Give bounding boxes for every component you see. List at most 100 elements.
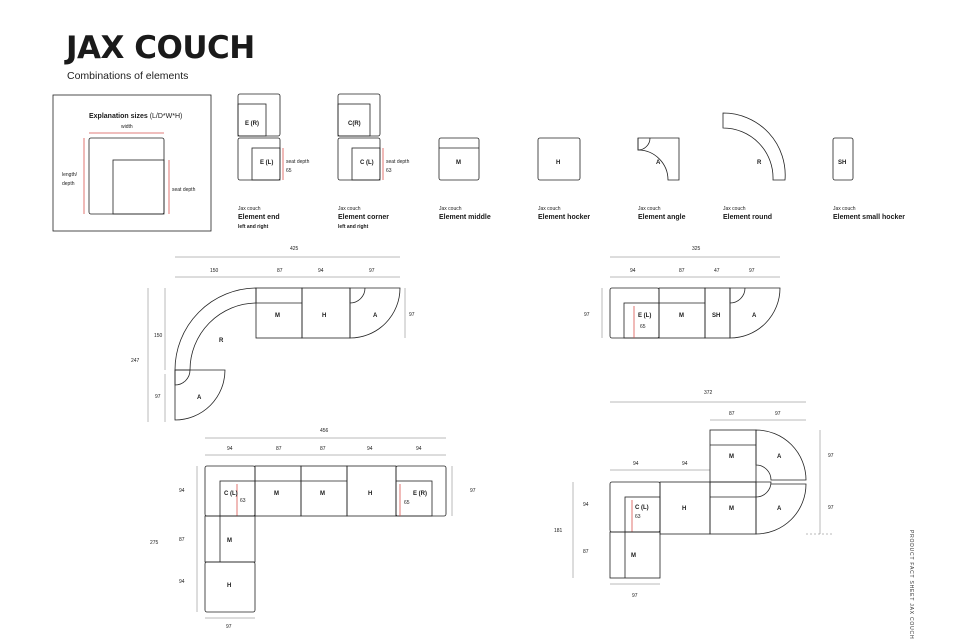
c3-bottom-97: 97 <box>226 624 232 630</box>
c2-angle-inner <box>729 287 746 304</box>
c3-dim-94b: 94 <box>367 446 373 452</box>
end-seat-label: seat depth <box>286 159 310 165</box>
end-left-code: E (L) <box>260 160 273 166</box>
c4-hocker-code: H <box>682 506 686 512</box>
end-seat-value: 65 <box>286 168 292 174</box>
element-round: R Jax couch Element round <box>722 112 786 221</box>
c3-height-94b: 94 <box>179 579 185 585</box>
explanation-box: Explanation sizes (L/D*W*H) width length… <box>52 94 212 232</box>
corner-right-outline <box>337 93 381 137</box>
c3-dim-87b: 87 <box>320 446 326 452</box>
c3-corner-code: C (L) <box>224 491 238 497</box>
combination-4: 372 87 97 94 94 97 97 181 94 87 97 M A C… <box>554 390 834 599</box>
c3-height-94: 94 <box>179 488 185 494</box>
c2-end-seat <box>623 302 660 339</box>
c2-angle-code: A <box>752 313 757 319</box>
hocker-name: Element hocker <box>538 214 590 221</box>
c1-dim-87: 87 <box>277 268 283 274</box>
c1-angle-bottom-code: A <box>197 395 202 401</box>
c1-angle-right-inner <box>349 287 366 304</box>
c1-hocker-code: H <box>322 313 326 319</box>
c4-dim-97: 97 <box>775 411 781 417</box>
small-hocker-caption: Jax couch <box>833 206 856 212</box>
element-middle: M Jax couch Element middle <box>438 137 491 221</box>
c4-right-97a: 97 <box>828 453 834 459</box>
angle-caption: Jax couch <box>638 206 661 212</box>
c3-end-seat <box>395 480 433 517</box>
corner-left-outline <box>337 137 381 181</box>
explanation-depth-label: depth <box>62 181 75 187</box>
hocker-code: H <box>556 160 560 166</box>
angle-outline <box>637 137 680 181</box>
corner-right-code: C(R) <box>348 121 361 127</box>
c3-corner-seat-value: 63 <box>240 498 246 504</box>
c1-dim-150: 150 <box>210 268 219 274</box>
explanation-length-label: length/ <box>62 172 78 178</box>
small-hocker-outline <box>832 137 854 181</box>
middle-code: M <box>456 160 461 166</box>
c4-right-97b: 97 <box>828 505 834 511</box>
round-code: R <box>757 160 762 166</box>
c3-middle-c-code: M <box>227 538 232 544</box>
c3-middle-b-code: M <box>320 491 325 497</box>
round-outline <box>722 112 786 181</box>
explanation-frame <box>52 94 212 232</box>
c4-corner-seat <box>624 496 661 533</box>
c4-dim-94a: 94 <box>633 461 639 467</box>
c4-middle-c-module <box>609 531 661 579</box>
c2-middle-code: M <box>679 313 684 319</box>
c3-end-code: E (R) <box>413 491 427 497</box>
c1-middle-code: M <box>275 313 280 319</box>
c3-dim-94c: 94 <box>416 446 422 452</box>
element-hocker: H Jax couch Element hocker <box>537 137 590 221</box>
corner-left-code: C (L) <box>360 160 374 166</box>
c1-height-150: 150 <box>154 333 163 339</box>
explanation-title: Explanation sizes (L/D*W*H) <box>89 113 182 120</box>
c4-angle-bottom-module <box>755 481 807 535</box>
c4-angle-bottom-code: A <box>777 506 782 512</box>
page-subtitle: Combinations of elements <box>67 70 189 82</box>
c3-right-97: 97 <box>470 488 476 494</box>
c4-middle-c-code: M <box>631 553 636 559</box>
sample-seat-outer <box>88 137 165 215</box>
c3-dim-94a: 94 <box>227 446 233 452</box>
combination-2: 325 94 87 47 97 97 E (L) 65 M SH A <box>584 246 781 339</box>
c2-dim-97: 97 <box>749 268 755 274</box>
c4-angle-top-code: A <box>777 454 782 460</box>
c2-angle-module <box>729 287 781 339</box>
c4-height-total: 181 <box>554 528 563 534</box>
combination-1: 425 150 87 94 97 247 150 97 97 R M H A A <box>131 246 415 422</box>
c2-small-hocker-code: SH <box>712 313 720 319</box>
round-name: Element round <box>723 214 772 221</box>
explanation-width-label: width <box>121 124 133 130</box>
c1-height-97: 97 <box>155 394 161 400</box>
c1-angle-bottom-inner <box>174 369 191 386</box>
c3-height-87: 87 <box>179 537 185 543</box>
c2-dim-47: 47 <box>714 268 720 274</box>
element-angle: A Jax couch Element angle <box>637 137 686 221</box>
c3-hocker-b-module <box>204 561 256 613</box>
c2-dim-87: 87 <box>679 268 685 274</box>
middle-caption: Jax couch <box>439 206 462 212</box>
small-hocker-code: SH <box>838 160 846 166</box>
c4-middle-top-code: M <box>729 454 734 460</box>
c3-middle-a-code: M <box>274 491 279 497</box>
c4-angle-top-module <box>755 429 807 481</box>
c2-left-97: 97 <box>584 312 590 318</box>
c1-dim-97: 97 <box>369 268 375 274</box>
c4-dim-94b: 94 <box>682 461 688 467</box>
middle-name: Element middle <box>439 214 491 221</box>
corner-sub: left and right <box>338 224 369 230</box>
c2-seat-value: 65 <box>640 324 646 330</box>
c4-bottom-97: 97 <box>632 593 638 599</box>
c1-angle-right-code: A <box>373 313 378 319</box>
small-hocker-name: Element small hocker <box>833 214 905 221</box>
end-right-seat <box>237 103 267 137</box>
combination-3: 456 94 87 87 94 94 97 275 94 87 94 97 C … <box>150 428 476 630</box>
c2-end-code: E (L) <box>638 313 651 319</box>
page-title: JAX COUCH <box>66 30 255 66</box>
c3-dim-87a: 87 <box>276 446 282 452</box>
hocker-outline <box>537 137 581 181</box>
c3-height-total: 275 <box>150 540 159 546</box>
